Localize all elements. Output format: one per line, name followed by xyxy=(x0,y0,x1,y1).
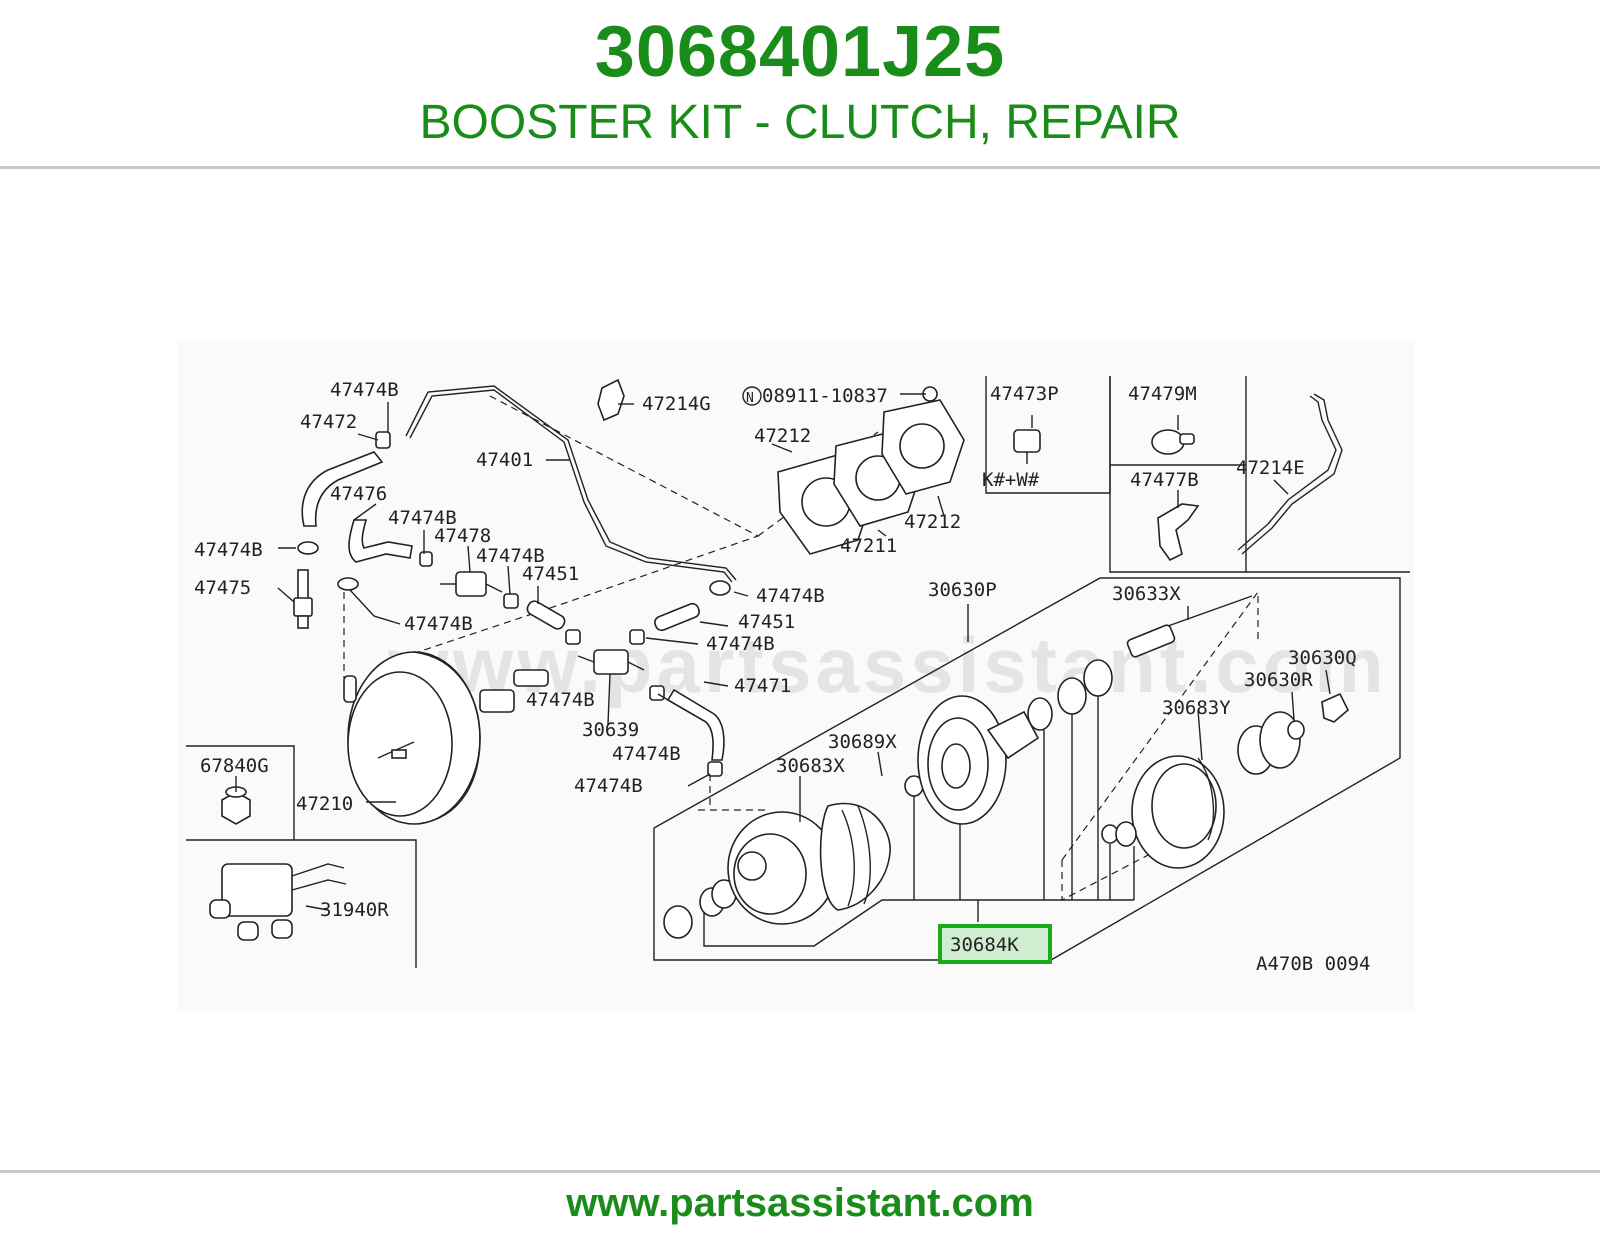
label-08911-prefix: N xyxy=(746,391,754,406)
label-30689x: 30689X xyxy=(828,731,897,753)
label-47477b: 47477B xyxy=(1130,469,1199,491)
label-47474b: 47474B xyxy=(388,507,457,529)
bracket-47214g xyxy=(597,378,625,422)
hose-47476 xyxy=(348,519,413,563)
parts-diagram: www.partsassistant.com xyxy=(178,340,1414,1012)
label-47212: 47212 xyxy=(904,511,961,533)
label-47214g: 47214G xyxy=(642,393,711,415)
bracket-47477b xyxy=(1157,503,1200,562)
label-30683y: 30683Y xyxy=(1162,697,1231,719)
label-47474b: 47474B xyxy=(526,689,595,711)
label-30630r: 30630R xyxy=(1244,669,1313,691)
label-47211: 47211 xyxy=(840,535,897,557)
kit-leaders xyxy=(703,696,1135,947)
clip-47473p xyxy=(1013,429,1041,464)
label-47474b: 47474B xyxy=(194,539,263,561)
booster-kit-parts xyxy=(663,595,1349,939)
part-number: 3068401J25 xyxy=(594,12,1006,92)
label-30630q: 30630Q xyxy=(1288,647,1357,669)
label-47472: 47472 xyxy=(300,411,357,433)
header-divider xyxy=(0,166,1600,169)
figure-code: A470B 0094 xyxy=(1256,953,1370,975)
label-30683x: 30683X xyxy=(776,755,845,777)
valve-47478 xyxy=(440,571,503,597)
parts-diagram-svg: www.partsassistant.com xyxy=(186,376,1410,975)
label-30639: 30639 xyxy=(582,719,639,741)
footer-divider xyxy=(0,1170,1600,1173)
highlight-box[interactable] xyxy=(938,924,1052,964)
nut-67840g xyxy=(221,786,251,825)
label-47474b: 47474B xyxy=(476,545,545,567)
connector-47475 xyxy=(293,569,313,629)
diagram-watermark: www.partsassistant.com xyxy=(387,621,1388,709)
gaskets-47211-47212 xyxy=(777,386,965,555)
label-kw: K#+W# xyxy=(982,469,1040,491)
vacuum-pipe-47401 xyxy=(405,385,737,583)
label-47474b: 47474B xyxy=(706,633,775,655)
label-47478: 47478 xyxy=(434,525,491,547)
label-47475: 47475 xyxy=(194,577,251,599)
clamp-parts xyxy=(297,541,731,777)
label-67840g: 67840G xyxy=(200,755,269,777)
label-30630p: 30630P xyxy=(928,579,997,601)
label-47479m: 47479M xyxy=(1128,383,1197,405)
check-valve-30639 xyxy=(577,649,645,675)
part-labels: 47474B 47472 47214G N 08911-10837 47401 … xyxy=(194,379,1370,975)
footer-site-link[interactable]: www.partsassistant.com xyxy=(566,1181,1034,1225)
hose-47451 xyxy=(526,600,700,632)
clip-47479m xyxy=(1151,429,1195,455)
highlighted-part[interactable]: 30684K xyxy=(938,924,1052,964)
label-08911-10837: 08911-10837 xyxy=(762,385,888,407)
label-31940r: 31940R xyxy=(320,899,389,921)
label-47210: 47210 xyxy=(296,793,353,815)
label-47471: 47471 xyxy=(734,675,791,697)
hose-47472 xyxy=(301,431,391,527)
solenoid-31940r xyxy=(209,863,347,941)
label-leaders xyxy=(235,393,1331,911)
header: 3068401J25 BOOSTER KIT - CLUTCH, REPAIR xyxy=(0,0,1600,168)
hose-47471 xyxy=(666,688,725,761)
label-47474b: 47474B xyxy=(404,613,473,635)
label-47214e: 47214E xyxy=(1236,457,1305,479)
label-47473p: 47473P xyxy=(990,383,1059,405)
part-description: BOOSTER KIT - CLUTCH, REPAIR xyxy=(419,96,1181,149)
label-47476: 47476 xyxy=(330,483,387,505)
booster-47210 xyxy=(343,651,549,825)
label-47212: 47212 xyxy=(754,425,811,447)
label-30633x: 30633X xyxy=(1112,583,1181,605)
label-47401: 47401 xyxy=(476,449,533,471)
label-47451: 47451 xyxy=(738,611,795,633)
label-30684k[interactable]: 30684K xyxy=(950,934,1019,956)
inset-frames xyxy=(186,376,1410,968)
pipe-47214e xyxy=(1237,393,1343,555)
label-47474b: 47474B xyxy=(612,743,681,765)
label-47474b: 47474B xyxy=(574,775,643,797)
label-47474b: 47474B xyxy=(756,585,825,607)
label-47474b: 47474B xyxy=(330,379,399,401)
label-47451: 47451 xyxy=(522,563,579,585)
